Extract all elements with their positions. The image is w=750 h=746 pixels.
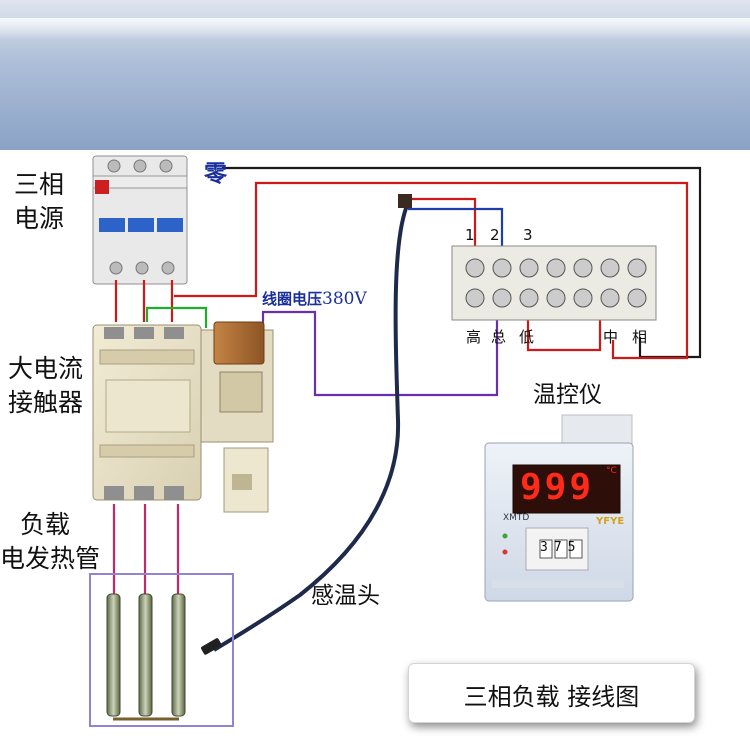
temperature-probe	[201, 194, 412, 655]
power-supply-label-line1: 三相	[14, 170, 65, 199]
circuit-breaker	[92, 155, 188, 285]
terminal-number-1: 1	[465, 226, 475, 244]
power-supply-label: 三相 电源	[14, 168, 64, 236]
contactor	[92, 321, 274, 513]
controller-relay-wire	[526, 312, 602, 352]
terminal-label-middle: 中	[603, 328, 619, 346]
contactor-label-line2: 接触器	[8, 388, 84, 417]
controller-reading: 999	[520, 467, 595, 508]
sensor-label: 感温头	[311, 583, 380, 609]
sensor-wire-blue	[408, 207, 504, 258]
temperature-controller	[484, 414, 634, 602]
neutral-wire	[222, 166, 702, 359]
load-label-line2: 电发热管	[0, 544, 101, 573]
terminal-label-high: 高	[466, 328, 482, 346]
terminal-label-total: 总	[491, 328, 507, 346]
terminal-label-phase: 相	[632, 328, 648, 346]
neutral-label: 零	[204, 161, 227, 187]
power-supply-label-line2: 电源	[14, 204, 65, 233]
header-banner	[0, 0, 750, 150]
wires	[112, 166, 702, 594]
controller-label: 温控仪	[533, 382, 602, 408]
terminal-label-low: 低	[519, 328, 535, 346]
controller-unit: °C	[606, 466, 617, 476]
contactor-label-line1: 大电流	[8, 354, 84, 383]
heater-load	[89, 573, 234, 727]
terminal-block	[451, 245, 657, 321]
controller-maker: YFYE	[596, 516, 625, 527]
diagram-title: 三相负载 接线图	[463, 683, 640, 711]
contactor-label: 大电流 接触器	[8, 352, 83, 420]
bridge-wire	[145, 306, 208, 328]
coil-voltage-text: 线圈电压	[262, 290, 323, 308]
terminal-screws	[465, 258, 647, 308]
diagram-title-box: 三相负载 接线图	[408, 663, 695, 723]
controller-setpoint: 375	[540, 540, 582, 555]
live-wire-controller	[174, 181, 689, 360]
terminal-number-3: 3	[523, 226, 533, 244]
load-label: 负载 电发热管	[0, 508, 100, 576]
coil-wire	[261, 310, 499, 397]
load-label-line1: 负载	[20, 510, 71, 539]
controller-brand: XMTD	[503, 513, 530, 523]
coil-voltage-value: 380V	[322, 289, 367, 309]
terminal-number-2: 2	[490, 226, 500, 244]
coil-voltage-label: 线圈电压380V	[262, 288, 367, 309]
sensor-wire-red	[408, 197, 477, 258]
